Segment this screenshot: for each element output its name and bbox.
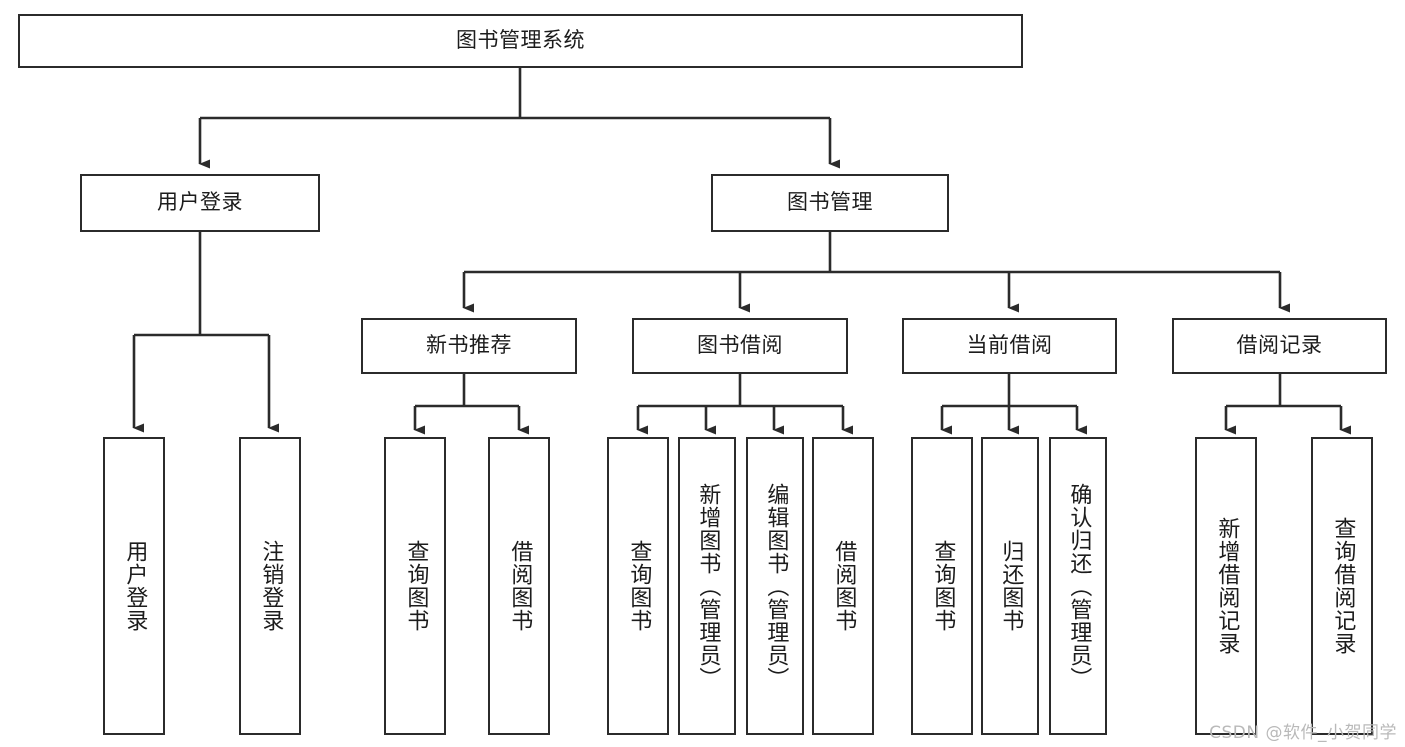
node-leaf-query-book-3-label: 查询图书 <box>930 540 956 632</box>
node-leaf-borrow-book-1[interactable]: 借阅图书 <box>488 437 550 735</box>
node-root-label: 图书管理系统 <box>456 28 585 53</box>
node-leaf-query-record-label: 查询借阅记录 <box>1330 517 1356 655</box>
node-root[interactable]: 图书管理系统 <box>18 14 1023 68</box>
node-leaf-edit-book-label: 编辑图书（管理员） <box>763 482 789 690</box>
watermark: CSDN @软件_小贺同学 <box>1209 723 1397 743</box>
node-leaf-borrow-book-1-label: 借阅图书 <box>507 540 533 632</box>
node-leaf-user-login[interactable]: 用户登录 <box>103 437 165 735</box>
node-leaf-query-record[interactable]: 查询借阅记录 <box>1311 437 1373 735</box>
node-leaf-query-book-2-label: 查询图书 <box>626 540 652 632</box>
node-leaf-add-book[interactable]: 新增图书（管理员） <box>678 437 736 735</box>
node-leaf-add-record-label: 新增借阅记录 <box>1214 517 1240 655</box>
node-leaf-query-book-2[interactable]: 查询图书 <box>607 437 669 735</box>
node-leaf-add-record[interactable]: 新增借阅记录 <box>1195 437 1257 735</box>
node-book-manage-label: 图书管理 <box>787 190 873 215</box>
node-book-borrow[interactable]: 图书借阅 <box>632 318 848 374</box>
node-leaf-borrow-book-2-label: 借阅图书 <box>831 540 857 632</box>
node-current-borrow-label: 当前借阅 <box>966 333 1053 358</box>
node-user-login-label: 用户登录 <box>157 190 243 215</box>
node-new-book-recommend-label: 新书推荐 <box>426 333 512 358</box>
node-leaf-return-book-label: 归还图书 <box>998 540 1024 632</box>
node-leaf-query-book-3[interactable]: 查询图书 <box>911 437 973 735</box>
node-leaf-user-logout-label: 注销登录 <box>258 540 284 632</box>
node-borrow-record-label: 借阅记录 <box>1236 333 1323 358</box>
node-new-book-recommend[interactable]: 新书推荐 <box>361 318 577 374</box>
node-borrow-record[interactable]: 借阅记录 <box>1172 318 1387 374</box>
node-leaf-query-book-1-label: 查询图书 <box>403 540 429 632</box>
node-user-login[interactable]: 用户登录 <box>80 174 320 232</box>
node-leaf-confirm-return-label: 确认归还（管理员） <box>1066 482 1092 690</box>
node-current-borrow[interactable]: 当前借阅 <box>902 318 1117 374</box>
node-leaf-edit-book[interactable]: 编辑图书（管理员） <box>746 437 804 735</box>
node-leaf-borrow-book-2[interactable]: 借阅图书 <box>812 437 874 735</box>
node-leaf-user-logout[interactable]: 注销登录 <box>239 437 301 735</box>
node-leaf-return-book[interactable]: 归还图书 <box>981 437 1039 735</box>
node-book-borrow-label: 图书借阅 <box>697 333 783 358</box>
node-leaf-query-book-1[interactable]: 查询图书 <box>384 437 446 735</box>
node-book-manage[interactable]: 图书管理 <box>711 174 949 232</box>
node-leaf-user-login-label: 用户登录 <box>122 540 148 632</box>
node-leaf-confirm-return[interactable]: 确认归还（管理员） <box>1049 437 1107 735</box>
node-leaf-add-book-label: 新增图书（管理员） <box>695 482 721 690</box>
